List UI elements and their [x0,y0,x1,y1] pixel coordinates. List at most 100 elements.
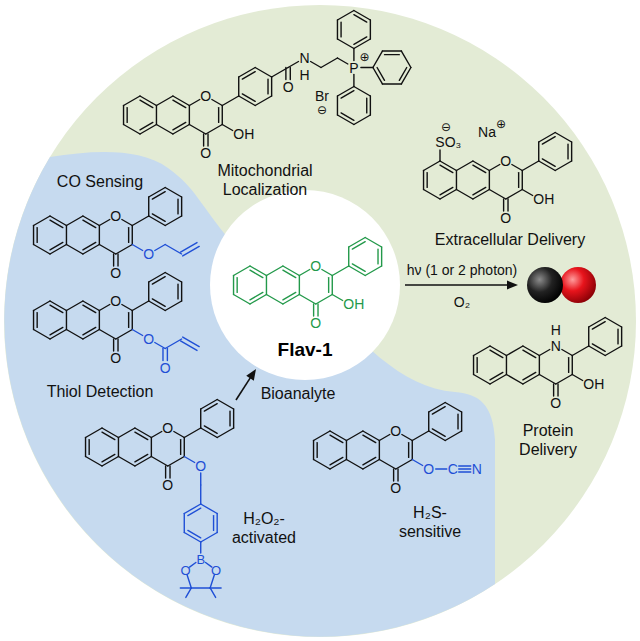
atom-label: O [200,146,211,160]
carbon-sphere [527,267,563,303]
atom-label: O [310,316,321,330]
bond-line [148,197,149,216]
arrow-head [507,281,518,290]
bond-line [83,216,99,226]
atom-label: OH [583,377,604,391]
group-label: H₂O₂- activated [224,509,304,547]
bond-line [204,426,217,433]
bond-line [187,575,191,588]
bond-line [341,113,354,120]
atom-label: ⊕ [359,51,369,63]
bond-line [285,68,286,80]
bond-line [459,468,471,469]
group-label: H₂S- sensitive [390,503,470,541]
bond-line [542,137,555,144]
bond-line [353,49,354,61]
bond-line [352,242,365,249]
bond-line [423,171,424,190]
atom-label: O [143,332,154,346]
bond-line [200,485,201,504]
bond-line [461,412,462,431]
atom-label: O [160,361,171,375]
atom-label: ⊖ [441,121,451,133]
bond-line [33,226,34,245]
bond-line [83,301,99,311]
bond-line [354,115,370,125]
bond-line [428,412,429,431]
bond-line [151,438,152,457]
bond-line [363,431,379,441]
bond-line [503,199,504,211]
atom-label: O [423,462,434,476]
atom-label: O [500,211,511,225]
bond-line [200,409,201,428]
bond-line [299,276,300,295]
bond-line [592,322,605,329]
bond-line [33,311,34,330]
bond-line [354,87,370,97]
bond-line [132,245,142,251]
bond-line [506,375,522,385]
bond-line [204,404,217,411]
bond-line [151,457,167,467]
bond-line [122,305,132,311]
bond-line [266,295,282,305]
bond-line [238,77,239,96]
bond-line [555,133,571,143]
atom-label: O [390,481,401,495]
bond-line [321,58,337,68]
bond-line [189,125,205,135]
bond-line [124,125,140,135]
bond-line [85,438,86,457]
bond-line [311,62,321,68]
bond-line [553,384,554,396]
oxygen-sphere [560,267,596,303]
reaction-arrow [236,377,251,400]
bond-line [203,134,204,146]
bond-line [217,428,233,438]
bond-line [216,514,217,533]
atom-label: O₂ [454,295,470,309]
bond-line [490,375,506,385]
bond-line [50,216,66,226]
bond-line [128,313,129,328]
bond-line [167,349,168,361]
bond-line [330,435,343,442]
bond-line [474,375,490,385]
bond-line [337,39,353,49]
bond-line [361,67,373,68]
bond-line [440,190,456,200]
bond-line [354,11,370,21]
bond-line [117,254,118,266]
bond-line [239,68,255,78]
atom-label: O [180,564,190,577]
bond-line [621,327,622,346]
bond-line [222,96,238,106]
bond-line [162,349,163,361]
atom-label: O [211,564,221,577]
atom-label: O [162,478,173,492]
bond-line [181,243,197,253]
bond-line [562,350,572,356]
bond-line [212,100,222,106]
atom-label: O [110,266,121,280]
bond-line [102,432,115,439]
group-label: Mitochondrial Localization [200,161,330,199]
bond-line [207,134,208,146]
bond-line [210,575,214,588]
bond-line [200,473,201,485]
bond-line [424,190,440,200]
atom-label: B [196,553,205,566]
reaction-arrow [405,284,508,286]
bond-line [317,304,318,316]
bond-line [189,100,199,106]
bond-line [322,270,332,276]
bond-line [397,469,398,481]
bond-line [412,441,413,460]
bond-line [177,284,178,299]
flav-structure [234,238,382,317]
bond-line [381,247,382,266]
bond-line [86,428,102,438]
bond-line [66,245,82,255]
bond-line [459,465,471,466]
